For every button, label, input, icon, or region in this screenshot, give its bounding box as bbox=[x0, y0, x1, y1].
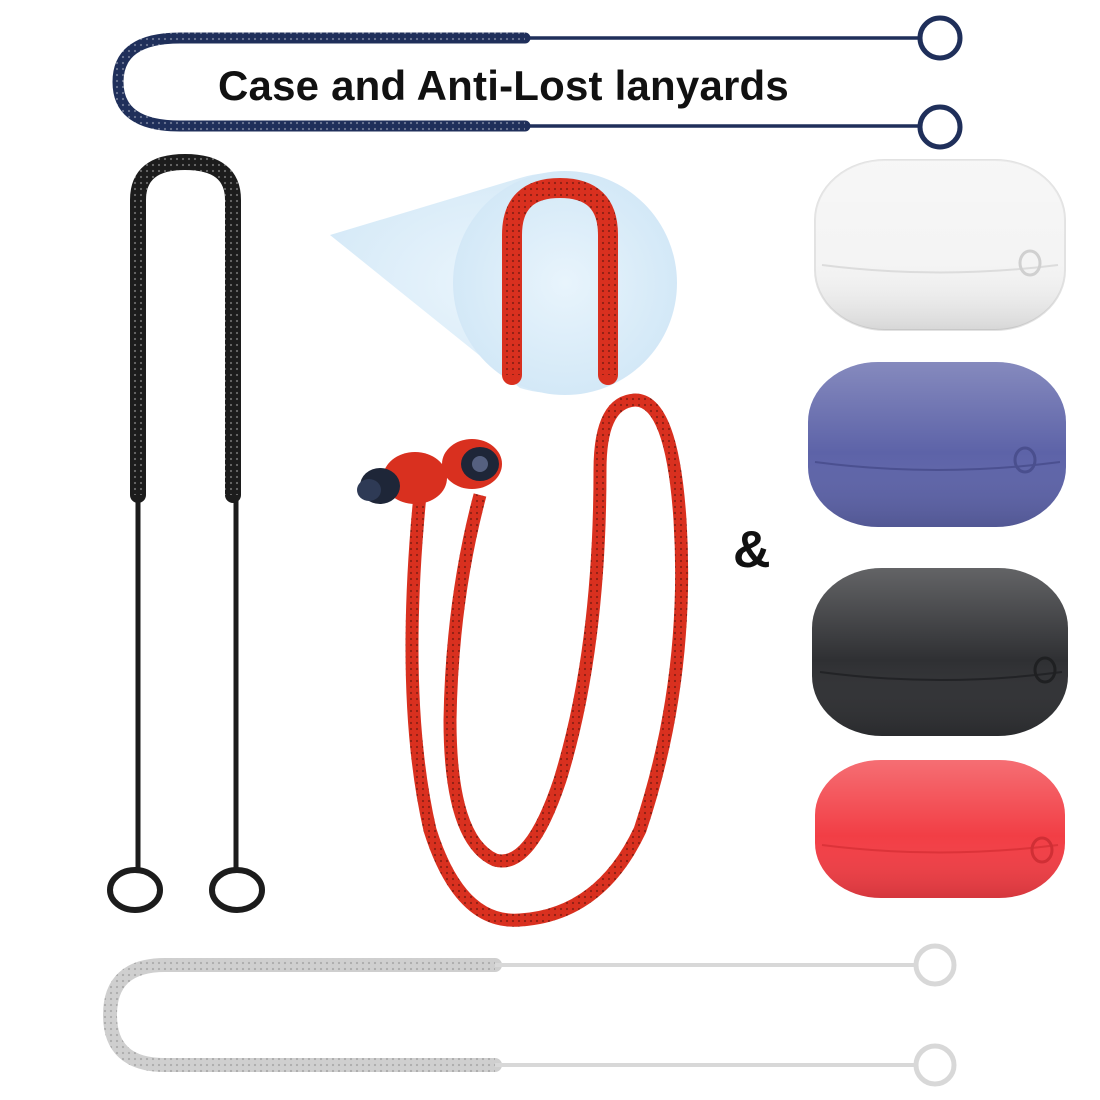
zoom-callout bbox=[330, 171, 677, 395]
navy-lanyard bbox=[112, 15, 963, 150]
navy-ring-top bbox=[917, 15, 963, 61]
black-ring-left bbox=[107, 867, 163, 913]
case-red bbox=[815, 760, 1065, 898]
red-lanyard-with-earbuds bbox=[357, 393, 689, 927]
black-ring-right bbox=[209, 867, 265, 913]
black-lanyard bbox=[107, 153, 265, 913]
white-ring-bottom bbox=[913, 1043, 957, 1087]
page-title: Case and Anti-Lost lanyards bbox=[218, 62, 789, 109]
case-black bbox=[812, 568, 1068, 736]
white-ring-top bbox=[913, 943, 957, 987]
case-white bbox=[814, 159, 1066, 331]
ampersand-label: & bbox=[733, 521, 771, 579]
white-lanyard bbox=[102, 943, 957, 1087]
earbud-right bbox=[442, 439, 502, 489]
case-blue bbox=[808, 362, 1066, 527]
earbud-left bbox=[357, 452, 447, 504]
navy-ring-bottom bbox=[917, 104, 963, 150]
